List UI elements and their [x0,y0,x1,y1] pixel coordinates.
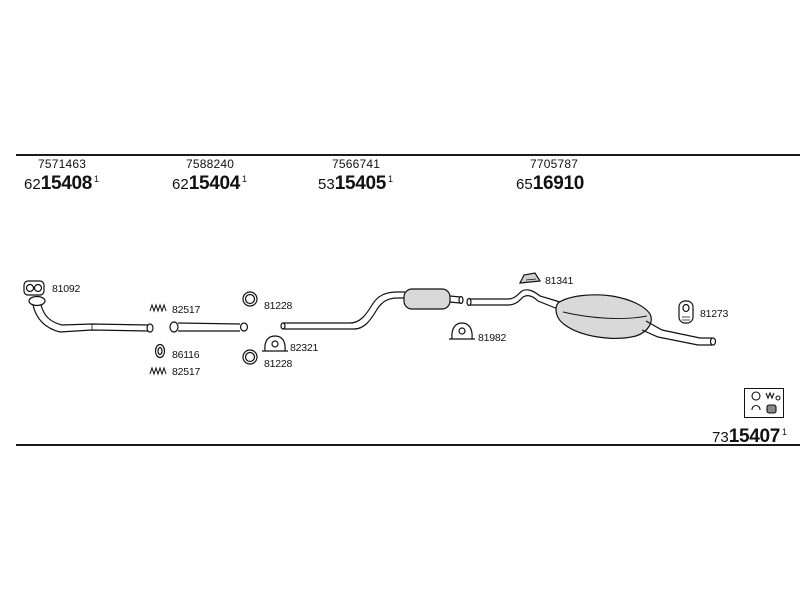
section-rear-silencer: 7705787 6516910 [516,158,586,193]
pipe-clamp-icon [449,322,475,340]
part-code-main: 15405 [334,173,387,194]
part-label-gasket: 81092 [52,283,81,295]
middle-pipe-icon [280,291,405,330]
kit-code-sup: 1 [782,427,788,437]
part-code-prefix: 65 [516,176,533,193]
part-code-main: 15404 [188,173,241,194]
bottom-divider [16,444,800,446]
oe-number: 7571463 [38,157,87,171]
seal-ring-icon [154,343,166,359]
part-label-ring: 81228 [264,358,293,370]
kit-code-main: 15407 [728,426,781,447]
part-label-spring: 82517 [172,366,201,378]
part-code-main: 15408 [40,173,93,194]
part-label-clamp: 82321 [290,342,319,354]
mounting-kit-icon [744,388,784,418]
seal-ring-icon [242,349,258,365]
spring-icon [149,303,167,313]
part-code-main: 16910 [532,173,585,194]
part-code-prefix: 62 [172,176,189,193]
part-code-sup: 1 [94,174,100,184]
part-code-sup: 1 [242,174,248,184]
seal-ring-icon [242,291,258,307]
rear-silencer-icon [555,294,717,346]
oe-number: 7705787 [530,157,579,171]
front-pipe-icon [28,295,154,333]
oe-number: 7566741 [332,157,381,171]
front-gasket-icon [23,280,45,296]
part-label-ring: 86116 [172,349,200,361]
part-code-prefix: 62 [24,176,41,193]
top-divider [16,154,800,156]
part-label-spring: 82517 [172,304,201,316]
part-label-ring: 81228 [264,300,293,312]
part-code: 6516910 [516,174,586,193]
part-code-sup: 1 [388,174,394,184]
part-label-mount: 81273 [700,308,729,320]
pipe-clamp-icon [262,335,288,352]
rear-pipe-icon [466,289,561,310]
part-code-prefix: 53 [318,176,335,193]
kit-code-prefix: 73 [712,429,729,446]
rubber-mount-icon [678,300,694,324]
spring-icon [149,366,167,376]
hanger-bracket-icon [518,272,542,284]
part-label-clamp: 81982 [478,332,507,344]
oe-number: 7588240 [186,157,235,171]
part-label-hanger: 81341 [545,275,574,287]
intermediate-pipe-icon [169,321,249,333]
centre-silencer-icon [403,288,464,310]
